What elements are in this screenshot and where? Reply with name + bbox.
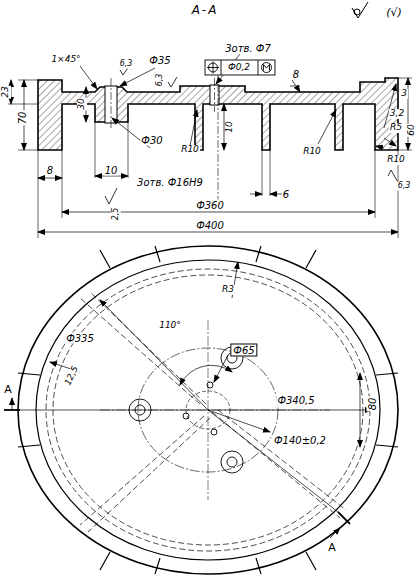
dimension-label: 10 xyxy=(104,165,119,176)
dimension-label: R10 xyxy=(180,145,200,155)
dimension-label: 8 xyxy=(292,69,300,80)
dimension-label: Ф35 xyxy=(148,55,171,66)
dimension-label: Ф360 xyxy=(195,200,225,211)
dimension-label: 60 xyxy=(407,123,417,136)
dimension-label: 110° xyxy=(158,321,182,331)
dimension-label: 6,3 xyxy=(397,182,412,191)
dimension-label: Ф335 xyxy=(65,333,95,344)
dimension-label: 23 xyxy=(1,85,11,98)
dimension-label: (√) xyxy=(385,7,403,19)
dimension-label: A xyxy=(3,384,13,396)
dimension-label: 1×45° xyxy=(50,55,81,65)
dimension-label: 6,3 xyxy=(156,73,165,88)
section-title: A-A xyxy=(191,4,220,17)
dimension-label: 2,5 xyxy=(112,207,121,222)
dimension-label: 3 xyxy=(400,89,408,99)
dimension-label: 6 xyxy=(282,189,290,200)
dimension-label: 3отв. Ф7 xyxy=(224,43,272,54)
dimension-label: A xyxy=(327,542,337,554)
dimension-label: Ф140±0,2 xyxy=(273,435,327,446)
dimension-label: 3отв. Ф16H9 xyxy=(136,177,204,188)
dimension-label: Ф65 xyxy=(230,344,257,357)
dimension-label: 3,2 xyxy=(389,109,405,119)
dimension-label: R10 xyxy=(386,155,406,165)
dimension-label: R10 xyxy=(302,147,322,157)
dimension-label: R3 xyxy=(221,285,235,295)
dimension-label: 8 xyxy=(46,165,54,176)
dimension-label: Ф0,2 xyxy=(228,63,250,73)
dimension-label: Ф30 xyxy=(140,135,163,146)
dimension-label: 30 xyxy=(77,97,87,110)
dimension-label: Ф340,5 xyxy=(276,395,315,406)
dimension-label: 6,3 xyxy=(119,60,134,69)
dimension-label: Ф400 xyxy=(195,220,225,231)
dimension-label: 70 xyxy=(17,111,28,126)
dimension-label: 10 xyxy=(225,120,235,133)
dimension-label: 80 xyxy=(367,397,378,412)
dimension-label: R5 xyxy=(389,123,403,133)
